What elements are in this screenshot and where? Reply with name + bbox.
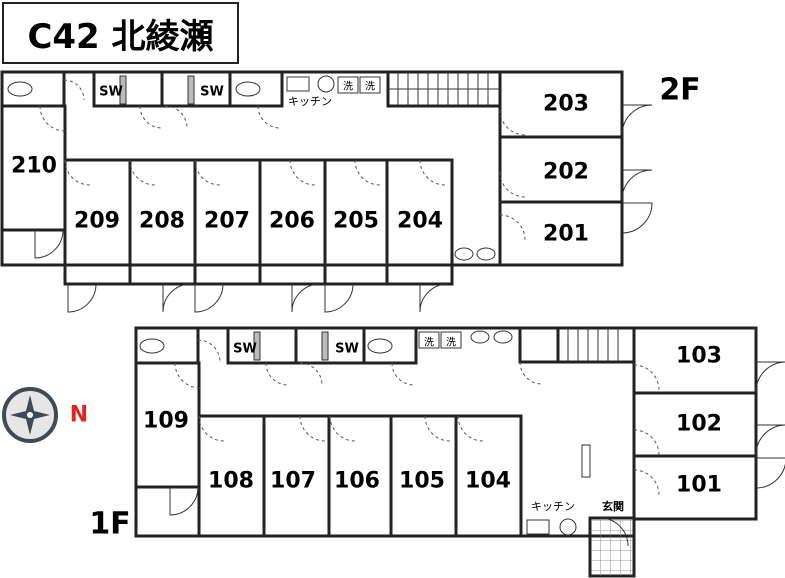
room-label-207: 207 (204, 208, 250, 234)
sw-label-2f-1: SW (99, 84, 123, 100)
room-label-203: 203 (543, 91, 589, 117)
room-label-108: 108 (208, 468, 254, 494)
toilet-2f-1 (0, 70, 66, 108)
room-label-104: 104 (465, 468, 511, 494)
room-label-205: 205 (333, 208, 379, 234)
sw-label-1f-2: SW (335, 341, 359, 357)
sw-label-2f-2: SW (200, 84, 224, 100)
floor-2f-exterior-doors (34, 104, 653, 313)
entrance-label: 玄関 (602, 500, 624, 513)
wash-label-2f-2: 洗 (365, 81, 375, 93)
room-label-103: 103 (676, 343, 722, 369)
room-label-206: 206 (269, 208, 315, 234)
room-label-105: 105 (399, 468, 445, 494)
room-label-204: 204 (397, 208, 443, 234)
room-104-wall (454, 414, 523, 538)
room-label-101: 101 (676, 472, 722, 498)
entrance-tiles (591, 520, 633, 576)
sw-label-1f-1: SW (233, 341, 257, 357)
compass-icon (2, 387, 58, 443)
room-label-106: 106 (334, 468, 380, 494)
room-label-209: 209 (74, 208, 120, 234)
toilet-1f-2 (362, 326, 418, 365)
page-title: C42 北綾瀬 (2, 2, 239, 64)
wash-label-1f-1: 洗 (424, 337, 434, 349)
stairs-1f (556, 326, 636, 364)
room-label-208: 208 (139, 208, 185, 234)
kitchen-label-2f: キッチン (288, 95, 332, 108)
compass-north-label: N (69, 402, 89, 428)
floor-2f-details (7, 72, 500, 261)
kitchen-label-1f: キッチン (531, 500, 575, 513)
room-label-210: 210 (11, 153, 57, 179)
toilet-1f-1 (134, 326, 200, 365)
room-label-102: 102 (676, 411, 722, 437)
floor-label-2f: 2F (659, 72, 701, 108)
room-label-109: 109 (143, 408, 189, 434)
floor-label-1f: 1F (89, 506, 131, 542)
floor-1f-walls (134, 326, 758, 578)
wash-label-1f-2: 洗 (446, 337, 456, 349)
room-label-107: 107 (270, 468, 316, 494)
toilet-2f-2 (228, 70, 284, 108)
floor-2f-door-swings (39, 79, 526, 241)
room-label-202: 202 (543, 159, 589, 185)
closet-1f (518, 326, 560, 364)
wash-label-2f-1: 洗 (343, 81, 353, 93)
room-label-201: 201 (543, 221, 589, 247)
floor-1f-door-swings (174, 339, 660, 496)
floor-1f-details (139, 328, 633, 576)
